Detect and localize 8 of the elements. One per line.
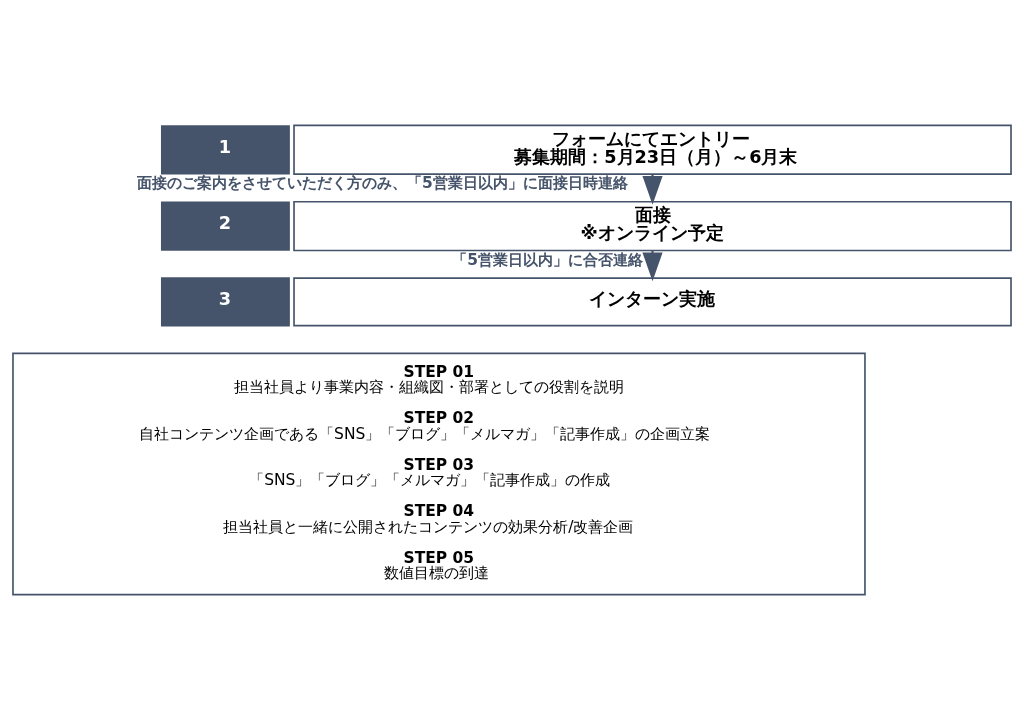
arrow (642, 175, 663, 205)
node-box: 3 (160, 276, 290, 327)
edge-label: 「5営業日以内」に合否連絡 (452, 250, 644, 269)
node-box: 1 (160, 124, 290, 174)
node-box: STEP 01 担当社員より事業内容・組織図・部署としての役割を説明 STEP 02 自社コンテンツ企画である「SNS」「ブログ」「メルマガ」「記事作成」の企画立案 STEP 03 「SNS」「ブログ」「メルマガ」「記事作成」の作成 STEP 04 担当社員と一緒に公開されたコンテンツの効果分析/改善企画 STEP 05 数値目標の到達 (12, 352, 866, 595)
edge-label: 面接のご案内をさせていただく方のみ、「5営業日以内」に面接日時連絡 (136, 173, 628, 192)
node-box: 2 (160, 201, 290, 251)
node-box: インターン実施 (293, 276, 1012, 327)
